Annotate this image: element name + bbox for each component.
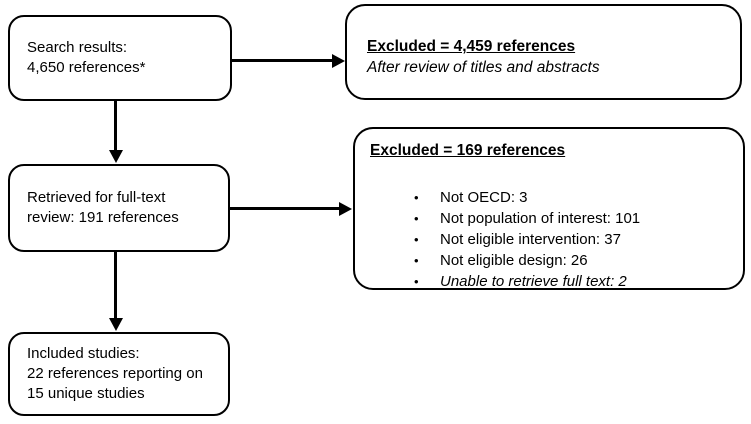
bullet-item-unable-retrieve: • Unable to retrieve full text: 2 [370,271,729,292]
bullet-text: Not eligible intervention: 37 [440,231,621,248]
search-results-line-1: Search results: [27,39,128,56]
box-excluded-titles-abstracts: Excluded = 4,459 references After review… [345,4,742,100]
search-results-line-2: 4,650 references* [27,59,146,76]
arrow-fulltext-to-included [108,252,123,331]
bullet-item-not-oecd: • Not OECD: 3 [370,187,729,208]
bullet-dot-icon: • [414,274,419,289]
bullet-dot-icon: • [414,211,419,226]
bullet-dot-icon: • [414,232,419,247]
bullet-text: Not eligible design: 26 [440,252,588,269]
bullet-dot-icon: • [414,253,419,268]
excluded-fulltext-bullet-list: • Not OECD: 3 • Not population of intere… [370,187,729,292]
arrowhead-right-icon [339,201,352,216]
bullet-item-not-design: • Not eligible design: 26 [370,250,729,271]
excluded-titles-heading: Excluded = 4,459 references [367,38,576,55]
box-excluded-fulltext: Excluded = 169 references • Not OECD: 3 … [353,127,745,290]
arrowhead-right-icon [332,53,345,68]
bullet-item-not-population: • Not population of interest: 101 [370,208,729,229]
fulltext-review-line-1: Retrieved for full-text [27,189,166,206]
arrowhead-down-icon [108,318,123,331]
box-fulltext-review: Retrieved for full-text review: 191 refe… [8,164,230,252]
box-search-results: Search results: 4,650 references* [8,15,232,101]
bullet-item-not-intervention: • Not eligible intervention: 37 [370,229,729,250]
bullet-text: Not population of interest: 101 [440,210,641,227]
fulltext-review-line-2: review: 191 references [27,209,179,226]
arrow-search-to-excluded [232,53,345,68]
bullet-dot-icon: • [414,190,419,205]
included-studies-line-2: 22 references reporting on [27,365,203,382]
included-studies-line-1: Included studies: [27,345,140,362]
excluded-titles-note: After review of titles and abstracts [367,59,600,76]
arrow-fulltext-to-excluded [230,201,352,216]
arrow-search-to-fulltext [108,100,123,163]
bullet-text: Unable to retrieve full text: 2 [440,273,627,290]
arrowhead-down-icon [108,150,123,163]
box-included-studies: Included studies: 22 references reportin… [8,332,230,416]
included-studies-line-3: 15 unique studies [27,385,145,402]
excluded-fulltext-heading: Excluded = 169 references [370,142,566,159]
bullet-text: Not OECD: 3 [440,189,528,206]
